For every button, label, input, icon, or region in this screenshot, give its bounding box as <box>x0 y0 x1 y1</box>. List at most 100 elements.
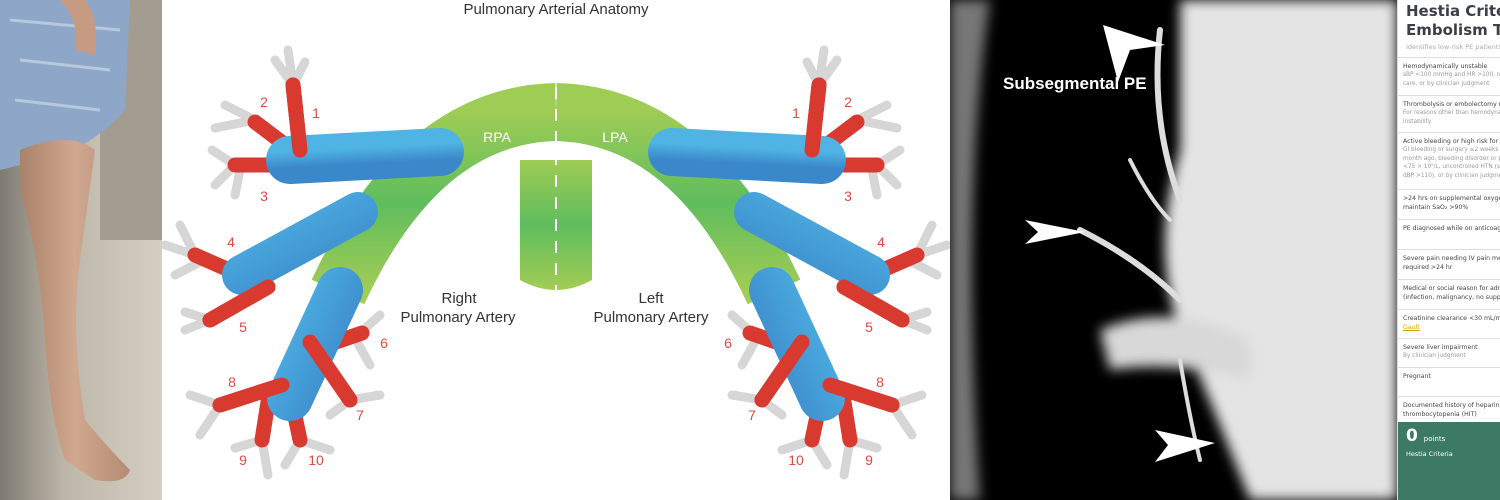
rpa-label: RPA <box>483 129 511 145</box>
criterion-title: Thrombolysis or embolectomy ne <box>1403 101 1500 108</box>
criterion-title: >24 hrs on supplemental oxygen <box>1403 195 1500 202</box>
subsegmental-branch <box>350 333 375 370</box>
left-pulmonary-artery-label: Left <box>638 290 664 307</box>
left-pulmonary-artery-label: Pulmonary Artery <box>593 309 709 326</box>
criterion-subtitle: <75 × 10⁹/L, uncontrolled HTN (sBF <box>1403 164 1500 170</box>
criterion-title: required >24 hr <box>1403 264 1453 271</box>
segmental-artery-5 <box>836 279 910 328</box>
criterion-title: maintain SaO₂ >90% <box>1403 204 1469 211</box>
lpa-label: LPA <box>602 129 628 145</box>
criterion-title: thrombocytopenia (HIT) <box>1403 411 1477 418</box>
segment-number-2: 2 <box>260 94 268 110</box>
segment-number-10: 10 <box>788 452 804 468</box>
segmental-artery-1 <box>285 77 308 158</box>
criterion-subtitle: dBP >110), or by clinician judgmen <box>1403 172 1500 179</box>
lobar-artery <box>648 128 846 184</box>
criterion-toggle[interactable]: Thrombolysis or embolectomy ne For reason… <box>1398 95 1500 126</box>
segment-number-8: 8 <box>228 374 236 390</box>
left-pulmonary-artery-tree <box>554 45 950 480</box>
segmental-artery-9 <box>254 394 276 448</box>
ct-scan-illustration <box>950 0 1397 500</box>
arrowhead-icon <box>1155 430 1215 462</box>
subsegmental-branch <box>170 257 205 280</box>
segmental-artery-7 <box>302 334 358 408</box>
segment-number-1: 1 <box>312 105 320 121</box>
criterion-title: Pregnant <box>1403 373 1431 380</box>
segment-number-7: 7 <box>356 407 364 423</box>
criterion-subtitle: month ago, bleeding disorder or pl <box>1403 155 1500 162</box>
criterion-subtitle: For reasons other than hemodynan <box>1403 110 1500 116</box>
criterion-toggle[interactable]: Pregnant <box>1398 367 1500 381</box>
leg-photo-illustration <box>0 0 162 500</box>
subsegmental-branch <box>907 257 942 280</box>
segment-number-3: 3 <box>260 188 268 204</box>
lobar-artery <box>734 192 890 295</box>
hestia-calculator: Hestia Criteria Embolism Trea Identifies… <box>1397 0 1500 500</box>
result-box: 0 points Hestia Criteria <box>1398 422 1500 500</box>
criterion-title: Severe liver impairment <box>1403 344 1478 351</box>
criterion-toggle[interactable]: PE diagnosed while on anticoagula <box>1398 219 1500 233</box>
subsegmental-branch <box>867 165 882 200</box>
segmental-artery-5 <box>202 279 276 328</box>
criterion-title: Medical or social reason for admis <box>1403 285 1500 292</box>
segment-number-3: 3 <box>844 188 852 204</box>
criterion-title: Documented history of heparin-in <box>1403 402 1500 409</box>
criterion-subtitle: sBP <100 mmHg and HR >100, nee <box>1403 72 1500 78</box>
ct-label: Subsegmental PE <box>1003 74 1147 93</box>
criterion-title: PE diagnosed while on anticoagula <box>1403 225 1500 232</box>
subsegmental-branch <box>230 165 245 200</box>
criterion-toggle[interactable]: Severe pain needing IV pain medic require… <box>1398 249 1500 272</box>
lobar-artery <box>222 192 378 295</box>
leg-photo <box>0 0 162 500</box>
subsegmental-branch <box>737 333 762 370</box>
result-label: Hestia Criteria <box>1406 450 1453 458</box>
segment-number-1: 1 <box>792 105 800 121</box>
segmental-artery-7 <box>754 334 810 408</box>
arrowhead-icon <box>1103 25 1165 82</box>
cockcroft-gault-link[interactable]: Gault <box>1403 324 1420 331</box>
ct-scan-image: Subsegmental PE <box>950 0 1397 500</box>
criterion-title: Active bleeding or high risk for ble <box>1403 138 1500 145</box>
criterion-subtitle: care, or by clinician judgment <box>1403 80 1490 87</box>
criterion-toggle[interactable]: Severe liver impairment By clinician judg… <box>1398 338 1500 361</box>
criterion-subtitle: By clinician judgment <box>1403 353 1466 359</box>
segment-number-4: 4 <box>227 234 235 250</box>
segment-number-6: 6 <box>380 335 388 351</box>
calculator-title: Hestia Criteria Embolism Trea <box>1406 2 1500 39</box>
segmental-artery-9 <box>836 394 858 448</box>
lobar-artery <box>266 128 464 184</box>
score: 0 points <box>1406 426 1446 446</box>
criterion-subtitle: GI bleeding or surgery ≤2 weeks ag <box>1403 147 1500 153</box>
segmental-artery-8 <box>212 377 290 413</box>
segment-number-4: 4 <box>877 234 885 250</box>
segment-number-9: 9 <box>865 452 873 468</box>
segment-number-9: 9 <box>239 452 247 468</box>
segment-number-5: 5 <box>865 319 873 335</box>
criterion-title: Severe pain needing IV pain medic <box>1403 255 1500 262</box>
arrowhead-icons <box>1025 25 1215 462</box>
segment-number-2: 2 <box>844 94 852 110</box>
criterion-toggle[interactable]: Hemodynamically unstable sBP <100 mmHg an… <box>1398 57 1500 88</box>
segment-number-8: 8 <box>876 374 884 390</box>
criterion-toggle[interactable]: Medical or social reason for admis (infec… <box>1398 279 1500 302</box>
segment-number-7: 7 <box>748 407 756 423</box>
calculator-description: Identifies low-risk PE patients sa <box>1406 43 1500 51</box>
criterion-title: Creatinine clearance <30 mL/min <box>1403 315 1500 322</box>
diagram-title: Pulmonary Arterial Anatomy <box>463 1 649 18</box>
segmental-artery-8 <box>822 377 900 413</box>
right-pulmonary-artery-label: Right <box>441 290 477 307</box>
criterion-toggle[interactable]: >24 hrs on supplemental oxygen maintain S… <box>1398 189 1500 212</box>
segment-number-10: 10 <box>308 452 324 468</box>
criterion-toggle[interactable]: Documented history of heparin-in thromboc… <box>1398 396 1500 419</box>
right-pulmonary-artery-tree <box>162 45 558 480</box>
criterion-toggle[interactable]: Active bleeding or high risk for ble GI b… <box>1398 132 1500 180</box>
criterion-title: (infection, malignancy, no support <box>1403 294 1500 301</box>
segment-number-5: 5 <box>239 319 247 335</box>
right-pulmonary-artery-label: Pulmonary Artery <box>400 309 516 326</box>
criterion-title: Hemodynamically unstable <box>1403 63 1488 70</box>
criterion-subtitle: instability <box>1403 118 1432 125</box>
segmental-artery-1 <box>804 77 827 158</box>
arrowhead-icon <box>1025 220 1085 244</box>
